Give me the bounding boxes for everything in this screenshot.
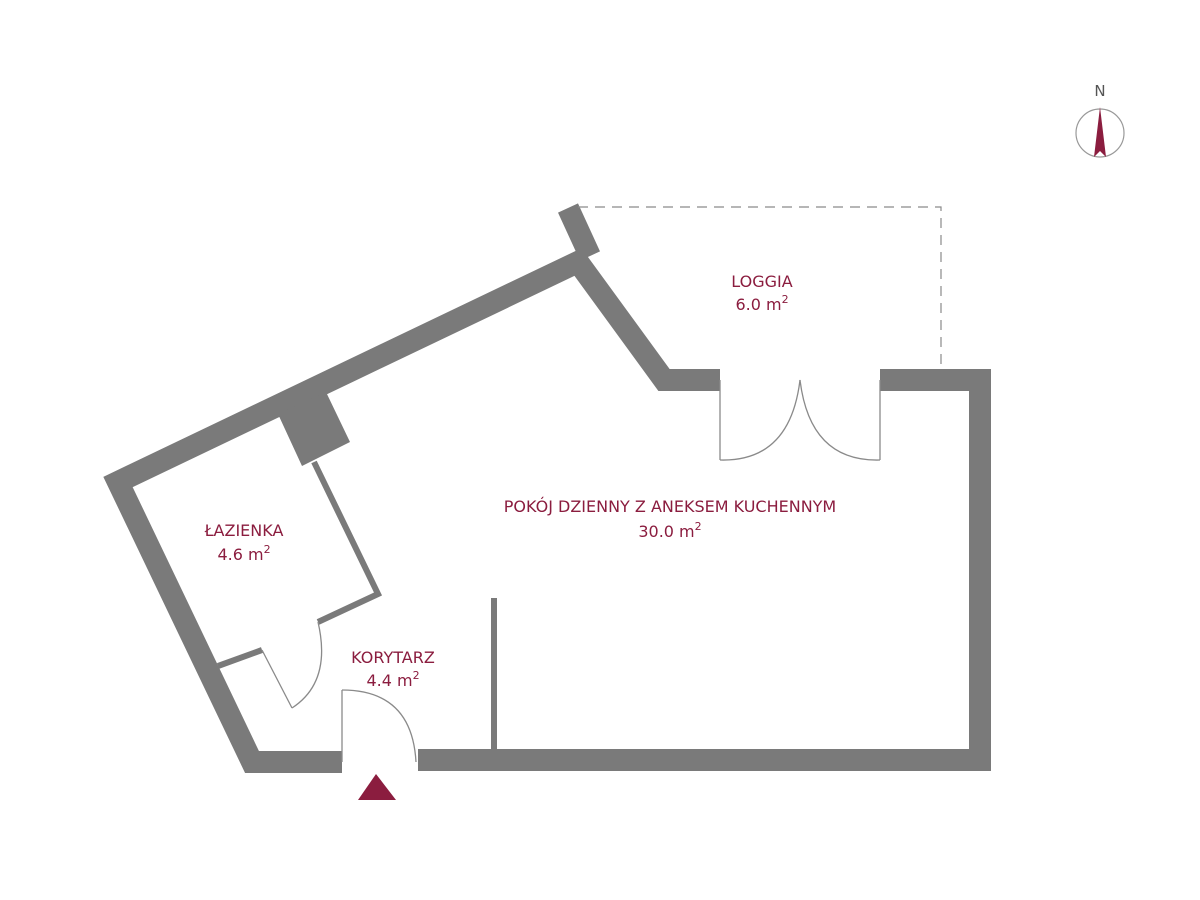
bathroom-wall-south [216,647,264,669]
bathroom-wall [311,460,383,625]
loggia-outline [578,206,942,370]
wall-stub-loggia [558,203,600,261]
living-room-area: 30.0 m2 [638,520,701,541]
corridor-area: 4.4 m2 [366,669,419,690]
bathroom-door-leaf [261,649,293,709]
installation-shaft [278,392,350,466]
entrance-triangle-icon [358,774,396,800]
compass-north-arrow-icon [1094,107,1106,157]
partitions [216,460,497,750]
compass: N [1075,82,1125,158]
balcony-door-swing-left [719,379,801,461]
room-labels: LOGGIA 6.0 m2 POKÓJ DZIENNY Z ANEKSEM KU… [204,272,837,690]
entrance-door-swing [341,689,417,763]
corridor-name: KORYTARZ [351,648,435,667]
loggia-name: LOGGIA [731,272,792,291]
compass-north-letter: N [1094,82,1105,100]
doors [261,379,881,763]
living-room-name: POKÓJ DZIENNY Z ANEKSEM KUCHENNYM [504,497,836,516]
bathroom-door-swing [291,621,323,709]
outer-wall-west [103,248,720,773]
bathroom-area: 4.6 m2 [217,543,270,564]
balcony-door-swing-right [799,379,881,461]
bathroom-name: ŁAZIENKA [204,521,284,540]
outer-wall-east [418,369,991,771]
loggia-area: 6.0 m2 [735,293,788,314]
walls [103,203,991,773]
